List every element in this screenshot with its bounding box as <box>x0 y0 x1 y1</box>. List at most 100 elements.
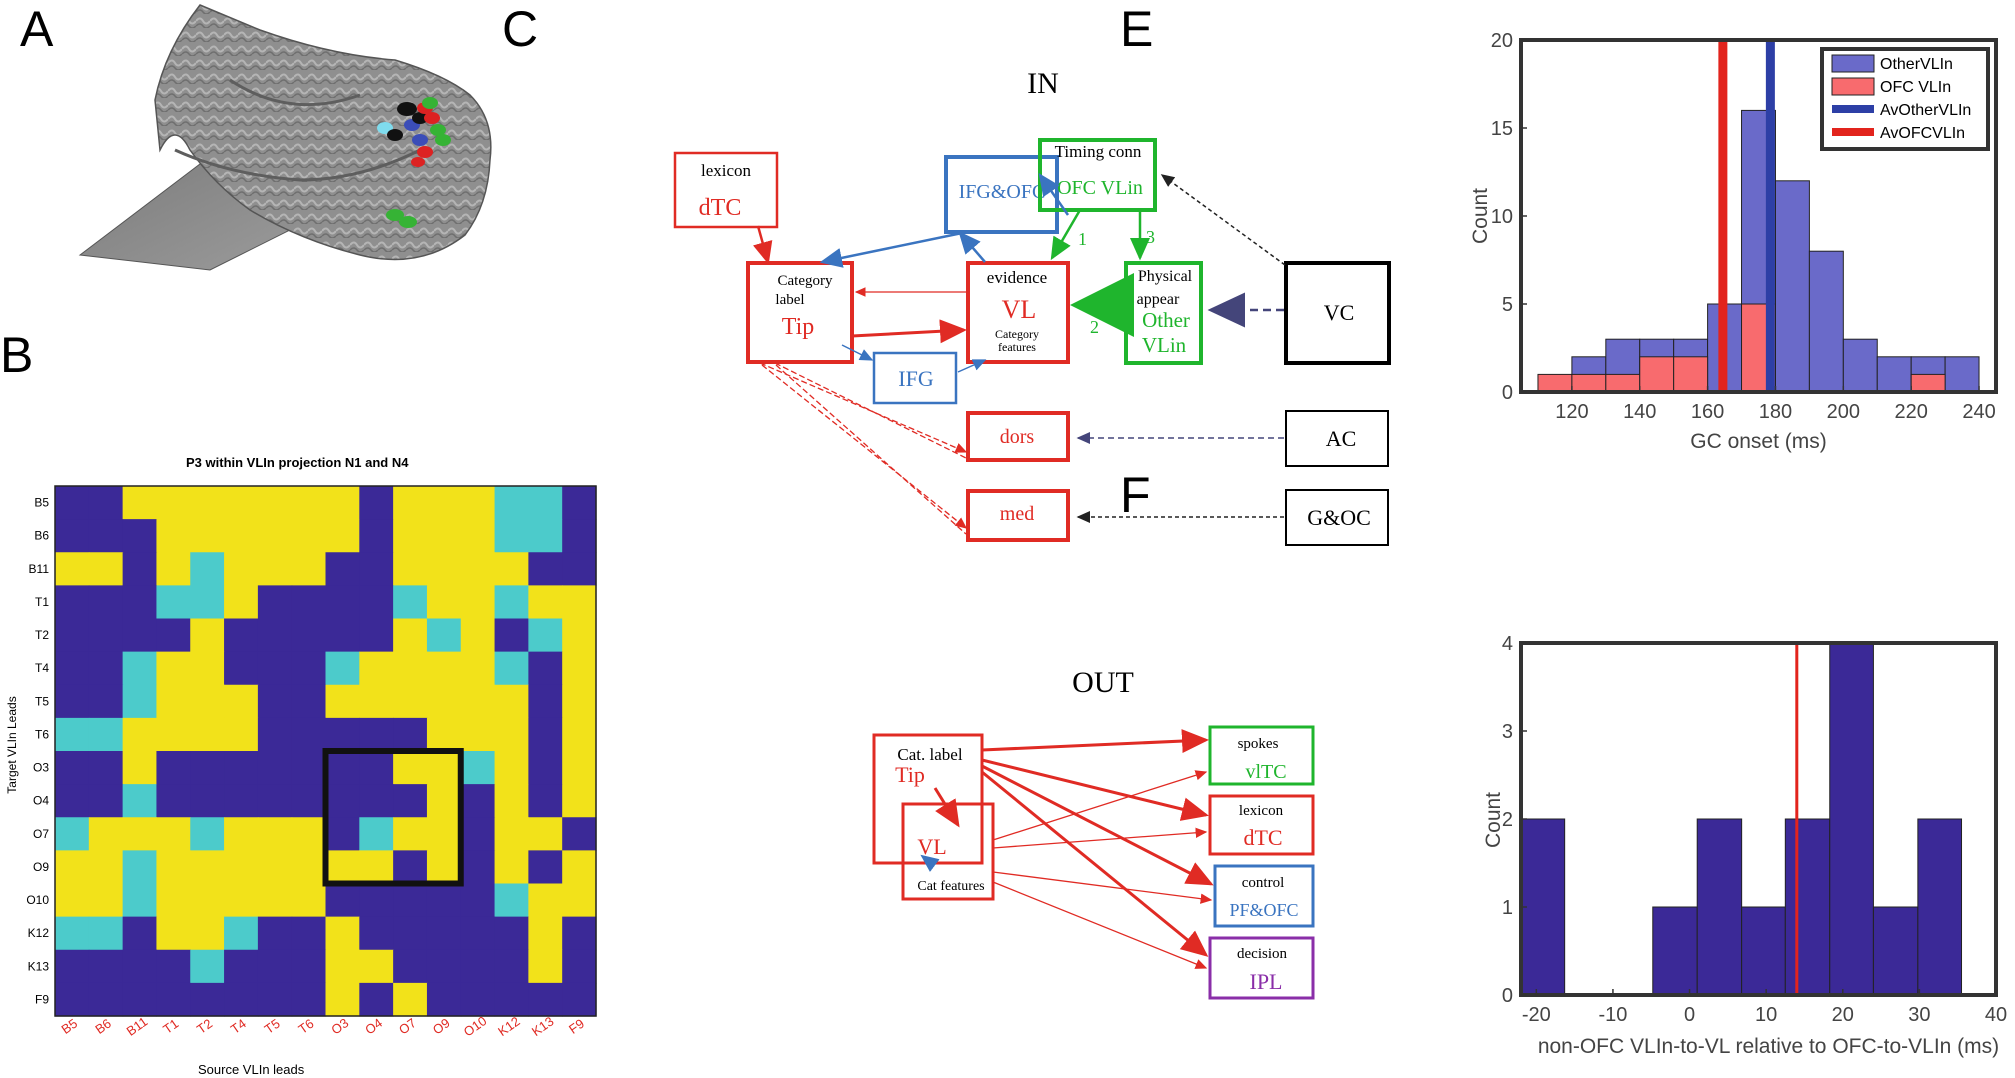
matrix-cell <box>190 519 225 553</box>
matrix-cell <box>460 717 496 752</box>
matrix-cell <box>88 684 124 719</box>
matrix-cell <box>460 585 496 620</box>
matrix-cell <box>359 883 394 918</box>
matrix-cell <box>359 618 394 653</box>
matrix-cell <box>224 751 259 785</box>
vl-label: VL <box>917 834 946 859</box>
matrix-cell <box>528 552 563 586</box>
matrix-cell <box>528 585 563 620</box>
col-label: T4 <box>228 1016 249 1037</box>
matrix-cell <box>122 949 158 984</box>
matrix-cell <box>122 751 158 785</box>
matrix-cell <box>88 618 124 653</box>
decision-region: IPL <box>1250 969 1283 994</box>
matrix-cell <box>122 618 158 653</box>
bar-ofcvlin <box>1537 373 1573 393</box>
matrix-cell <box>122 817 158 851</box>
panel-letter-b: B <box>0 327 34 383</box>
matrix-cell <box>494 751 529 785</box>
matrix-cell <box>122 684 158 719</box>
matrix-cell <box>190 817 225 851</box>
matrix-cell <box>393 784 428 818</box>
matrix-cell <box>55 751 90 785</box>
matrix-cell <box>325 651 360 686</box>
matrix-cell <box>88 982 124 1017</box>
matrix-cell <box>122 519 158 553</box>
matrix-cell <box>460 982 496 1017</box>
category-label-title-2: label <box>775 292 804 308</box>
matrix-cell <box>224 982 259 1017</box>
matrix-cell <box>55 618 90 653</box>
matrix-cell <box>426 850 462 885</box>
bar-ofcvlin <box>1639 356 1675 393</box>
ac-box <box>1285 410 1389 467</box>
matrix-cell <box>257 850 293 885</box>
matrix-cell <box>426 552 462 586</box>
col-label: K12 <box>495 1014 523 1040</box>
dors-box <box>966 411 1070 462</box>
bar-othervlin <box>1571 356 1607 393</box>
matrix-cell <box>257 916 293 951</box>
electrode-marker-icon <box>377 97 451 228</box>
y-tick-label: 2 <box>1502 809 1513 831</box>
matrix-cell <box>55 486 90 520</box>
matrix-cell <box>55 883 90 918</box>
matrix-cell <box>224 850 259 885</box>
matrix-cell <box>291 817 327 851</box>
col-label: B5 <box>59 1016 81 1037</box>
matrix-cell <box>291 850 327 885</box>
col-label: K13 <box>529 1014 557 1040</box>
matrix-cell <box>494 784 529 818</box>
matrix-cell <box>55 982 90 1017</box>
matrix-cell <box>122 486 158 520</box>
matrix-cell <box>224 949 259 984</box>
x-tick-label: -10 <box>1598 1004 1627 1026</box>
x-tick-label: 0 <box>1684 1004 1695 1026</box>
matrix-cell <box>88 751 124 785</box>
bar-othervlin <box>1876 356 1912 393</box>
y-tick-label: 15 <box>1491 118 1513 140</box>
matrix-cell <box>528 717 563 752</box>
matrix-cell <box>460 618 496 653</box>
matrix-cell <box>426 717 462 752</box>
plot-frame <box>1519 641 1998 997</box>
matrix-cell <box>460 916 496 951</box>
brain-cut-sheet <box>78 144 331 271</box>
matrix-cell <box>190 784 225 818</box>
matrix-cell <box>562 552 597 586</box>
matrix-cell <box>393 883 428 918</box>
col-label: F9 <box>566 1016 587 1037</box>
matrix-cell <box>257 651 293 686</box>
timing-conn-box <box>1038 138 1157 212</box>
matrix-cell <box>224 817 259 851</box>
matrix-cell <box>325 486 360 520</box>
matrix-cell <box>257 552 293 586</box>
row-label: T1 <box>35 595 49 609</box>
matrix-cell <box>325 949 360 984</box>
matrix-cell <box>156 916 191 951</box>
matrix-cell <box>460 519 496 553</box>
matrix-cell <box>494 850 529 885</box>
matrix-cell <box>55 519 90 553</box>
matrix-cell <box>156 817 191 851</box>
matrix-cell <box>562 817 597 851</box>
bar <box>1829 642 1874 996</box>
matrix-cell <box>156 784 191 818</box>
matrix-cell <box>122 585 158 620</box>
spokes-box <box>1208 725 1315 786</box>
row-label: K13 <box>28 959 50 973</box>
cat-label-title: Cat. label <box>897 745 962 764</box>
matrix-cell <box>494 585 529 620</box>
matrix-cell <box>460 651 496 686</box>
row-label: T5 <box>35 694 49 708</box>
matrix-cell <box>393 552 428 586</box>
x-axis-label: non-OFC VLIn-to-VL relative to OFC-to-VL… <box>1538 1035 1999 1058</box>
matrix-cell <box>325 585 360 620</box>
physical-region-1: Other <box>1142 308 1190 332</box>
matrix-cell <box>190 982 225 1017</box>
matrix-cell <box>460 486 496 520</box>
y-tick-label: 3 <box>1502 721 1513 743</box>
matrix-highlight-box <box>322 748 464 887</box>
